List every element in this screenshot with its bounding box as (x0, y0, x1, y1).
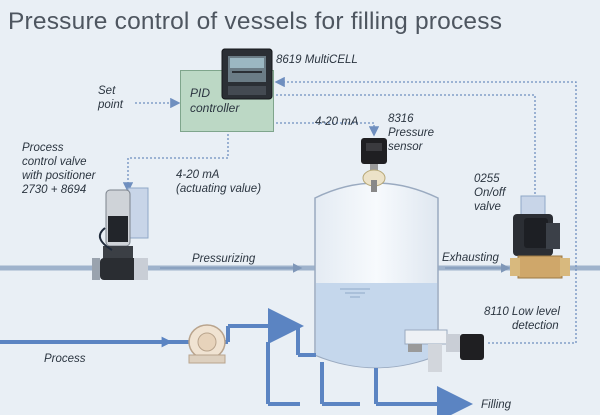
level-line1: 8110 Low level (484, 306, 560, 318)
pcv-line1: Process (22, 142, 64, 154)
pressurizing-label: Pressurizing (192, 253, 256, 265)
control-valve-label: Process control valve with positioner 27… (22, 141, 96, 197)
onoff-line3: valve (474, 201, 501, 213)
on-off-valve-label: 0255 On/off valve (474, 172, 505, 214)
pid-controller-label: PID controller (190, 86, 239, 116)
process-label: Process (44, 353, 86, 365)
set-point-line1: Set (98, 85, 116, 97)
pcv-line3: with positioner (22, 170, 96, 182)
exhausting-label: Exhausting (442, 252, 499, 264)
multicell-label: 8619 MultiCELL (276, 54, 358, 66)
pid-label-line1: PID (190, 86, 211, 100)
sensor-line2: Pressure (388, 127, 435, 139)
sensor-line1: 8316 (388, 113, 414, 125)
pcv-line2: control valve (22, 156, 87, 168)
act-line1: 4-20 mA (176, 169, 220, 181)
onoff-line1: 0255 (474, 173, 500, 185)
level-detector (404, 329, 484, 372)
on-off-valve (510, 195, 570, 279)
sensor-line3: sensor (388, 141, 423, 153)
pressure-sensor (361, 138, 387, 192)
signal-lines (122, 76, 577, 344)
signal-ma-label: 4-20 mA (315, 116, 359, 128)
pid-label-line2: controller (190, 101, 240, 115)
vessel-liquid (316, 283, 437, 368)
set-point-label: Set point (98, 84, 123, 112)
actuating-value-label: 4-20 mA (actuating value) (176, 168, 261, 196)
filling-label: Filling (481, 399, 512, 411)
pcv-line4: 2730 + 8694 (22, 184, 87, 196)
vessel (314, 182, 439, 369)
level-detection-label: 8110 Low level detection (484, 305, 560, 333)
set-point-line2: point (98, 99, 123, 111)
pump (188, 324, 226, 364)
pressure-sensor-label: 8316 Pressure sensor (388, 112, 434, 154)
onoff-line2: On/off (474, 187, 506, 199)
process-control-valve (92, 187, 149, 280)
level-line2: detection (512, 320, 559, 332)
page-title: Pressure control of vessels for filling … (8, 8, 503, 35)
act-line2: (actuating value) (176, 183, 262, 195)
